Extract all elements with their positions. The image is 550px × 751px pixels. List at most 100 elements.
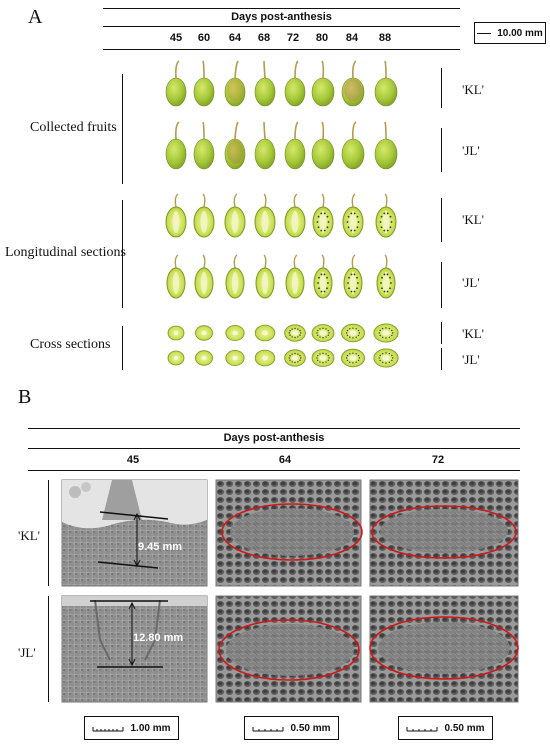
- fruit-kl-88: [374, 60, 398, 107]
- fruit-jl-72: [284, 121, 306, 170]
- panel-a-letter: A: [28, 6, 43, 28]
- fruit-kl-64: [224, 60, 246, 107]
- panel-b-cultivar-kl: 'KL': [18, 528, 41, 543]
- panel-a-day-60: 60: [197, 32, 211, 44]
- cross-jl-45: [167, 350, 185, 366]
- longitudinal-kl-64: [224, 193, 246, 238]
- panel-b-bracket-kl: [48, 480, 49, 586]
- panel-b-cultivar-jl: 'JL': [18, 645, 36, 660]
- bracket-collected: [122, 74, 123, 184]
- sem-jl-64: [215, 595, 362, 703]
- cross-kl-45: [167, 325, 185, 341]
- cross-jl-60: [194, 350, 213, 366]
- longitudinal-kl-88: [375, 193, 397, 238]
- scale-bar-45: 1.00 mm: [84, 716, 179, 740]
- panel-a-day-45: 45: [169, 32, 183, 44]
- bracket-cross: [122, 326, 123, 370]
- cross-jl-80: [311, 349, 335, 367]
- longitudinal-kl-45: [165, 193, 187, 238]
- longitudinal-jl-68: [255, 254, 275, 299]
- cross-kl-88: [373, 323, 399, 343]
- measurement-kl-45: 9.45 mm: [138, 541, 183, 553]
- cult-line-4: [441, 262, 442, 308]
- panel-b-bottom-rule: [28, 470, 520, 471]
- cultivar-label-kl-1: 'KL': [462, 82, 485, 97]
- longitudinal-jl-64: [225, 254, 245, 299]
- panel-b-header: Days post-anthesis: [223, 432, 325, 444]
- longitudinal-jl-80: [313, 254, 333, 299]
- longitudinal-jl-88: [376, 254, 396, 299]
- fruit-kl-72: [284, 60, 306, 107]
- longitudinal-jl-60: [194, 254, 214, 299]
- cross-kl-72: [284, 324, 306, 342]
- longitudinal-kl-68: [254, 193, 276, 238]
- longitudinal-kl-72: [284, 193, 306, 238]
- cultivar-label-kl-3: 'KL': [462, 326, 485, 341]
- scale-bar-64-label: 0.50 mm: [290, 722, 331, 734]
- fruit-jl-84: [341, 121, 365, 170]
- longitudinal-kl-60: [193, 193, 215, 238]
- cult-line-3: [441, 198, 442, 242]
- sem-jl-45: [61, 595, 208, 703]
- fruit-kl-84: [341, 60, 365, 107]
- panel-a-scale-bar: 10.00 mm: [474, 22, 546, 44]
- scale-bar-64: 0.50 mm: [244, 716, 339, 740]
- longitudinal-kl-80: [312, 193, 334, 238]
- scale-label: 10.00 mm: [497, 27, 543, 39]
- cult-line-6: [441, 348, 442, 370]
- scale-line: [477, 32, 492, 34]
- longitudinal-jl-45: [166, 254, 186, 299]
- panel-b-top-rule: [28, 428, 520, 429]
- scale-bar-72-label: 0.50 mm: [444, 722, 485, 734]
- panel-b-bracket-jl: [48, 596, 49, 702]
- ruler-icon: [406, 727, 438, 732]
- cross-jl-64: [225, 349, 245, 366]
- panel-a-day-84: 84: [345, 32, 359, 44]
- cult-line-5: [441, 322, 442, 344]
- cross-jl-68: [254, 349, 276, 367]
- sem-kl-64: [215, 479, 363, 587]
- cultivar-label-jl-3: 'JL': [462, 352, 480, 367]
- panel-a-top-rule: [103, 8, 460, 9]
- panel-a-day-88: 88: [378, 32, 392, 44]
- sem-kl-45: [61, 479, 208, 587]
- cross-kl-68: [254, 324, 276, 342]
- bracket-longitudinal: [122, 200, 123, 308]
- panel-b-day-45: 45: [126, 454, 140, 466]
- panel-b-day-64: 64: [278, 454, 292, 466]
- fruit-kl-45: [165, 60, 187, 107]
- fruit-jl-45: [165, 121, 187, 170]
- row-label-cross-sections: Cross sections: [30, 337, 111, 352]
- fruit-image-grid: [165, 60, 399, 368]
- panel-a-day-72: 72: [286, 32, 300, 44]
- cross-jl-72: [284, 349, 306, 367]
- fruit-jl-88: [374, 121, 398, 170]
- panel-b-day-72: 72: [431, 454, 445, 466]
- longitudinal-jl-84: [343, 254, 363, 299]
- cross-jl-84: [340, 348, 365, 368]
- scale-bar-72: 0.50 mm: [398, 716, 493, 740]
- cross-kl-64: [225, 324, 245, 341]
- cultivar-label-kl-2: 'KL': [462, 212, 485, 227]
- cultivar-label-jl-2: 'JL': [462, 275, 480, 290]
- cross-jl-88: [373, 348, 399, 368]
- panel-b-letter: B: [18, 386, 32, 408]
- panel-a-day-68: 68: [257, 32, 271, 44]
- panel-b-mid-rule: [28, 448, 520, 449]
- fruit-kl-68: [254, 60, 276, 107]
- row-label-collected-fruits: Collected fruits: [30, 120, 117, 135]
- cross-kl-60: [194, 325, 213, 341]
- scale-bar-45-label: 1.00 mm: [130, 722, 171, 734]
- cultivar-label-jl-1: 'JL': [462, 143, 480, 158]
- panel-a-header: Days post-anthesis: [231, 11, 332, 23]
- fruit-kl-60: [193, 60, 215, 107]
- cross-kl-80: [311, 324, 335, 342]
- sem-kl-72: [369, 479, 519, 587]
- ruler-icon: [252, 727, 284, 732]
- sem-jl-72: [369, 595, 519, 703]
- fruit-jl-80: [311, 121, 335, 170]
- panel-a-day-64: 64: [228, 32, 242, 44]
- panel-a-day-80: 80: [315, 32, 329, 44]
- cult-line-1: [441, 68, 442, 108]
